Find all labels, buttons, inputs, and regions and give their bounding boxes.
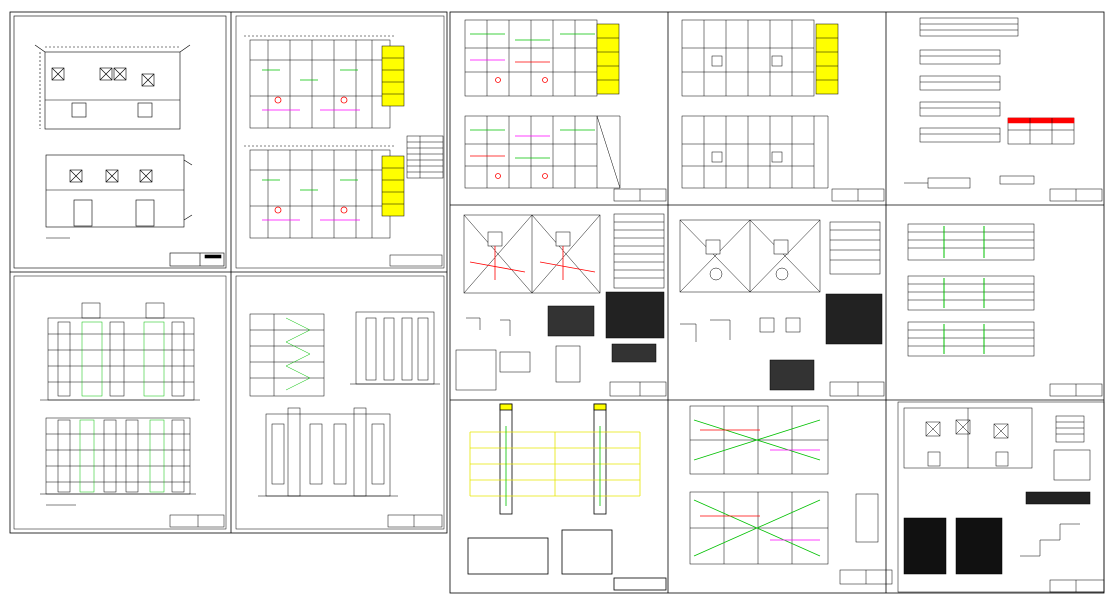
sheet-front-rear-elevation xyxy=(13,275,227,530)
floor-plan-annotations xyxy=(262,69,360,221)
structural-color-lines xyxy=(693,419,821,557)
sheet-side-elevations xyxy=(235,275,445,530)
sheet-electrical-floor-plans xyxy=(464,19,667,202)
sheet-structural-plans xyxy=(689,405,893,585)
right-sheet-group xyxy=(449,11,1105,594)
sheet-foundation-details xyxy=(897,401,1105,593)
electrical-wiring-lines xyxy=(470,33,595,179)
riser-color-marks xyxy=(943,226,985,354)
sheet-riser-diagrams xyxy=(907,223,1103,397)
sheet-schedules xyxy=(904,17,1103,202)
roof-electrical-color-lines xyxy=(469,246,596,280)
sheet-ground-and-roof-plan xyxy=(13,15,227,269)
sheet-plumbing-floor-plans xyxy=(681,19,885,202)
sheet-floor-plans xyxy=(235,15,445,269)
left-sheet-group xyxy=(9,11,448,534)
sheet-roof-plumbing-details xyxy=(679,219,885,397)
sheet-vertical-riser xyxy=(467,403,667,591)
sheet-roof-electrical-details xyxy=(455,213,667,397)
